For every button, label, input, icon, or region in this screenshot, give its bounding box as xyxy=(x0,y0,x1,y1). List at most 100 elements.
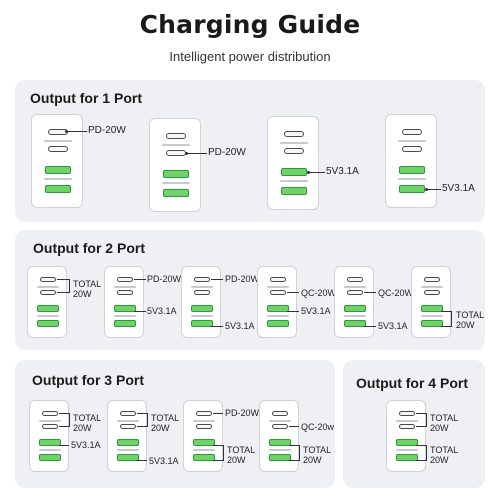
port-marking xyxy=(280,180,308,182)
port-marking xyxy=(267,286,289,288)
page-subtitle: Intelligent power distribution xyxy=(169,49,331,64)
usb-a-port-2 xyxy=(163,189,189,197)
port-marking xyxy=(267,315,289,317)
leader-line xyxy=(416,445,426,446)
port-output-label: TOTAL xyxy=(73,279,102,289)
usb-a-port-2 xyxy=(269,454,291,461)
usb-c-port-1 xyxy=(42,411,58,416)
charger-2port-5 xyxy=(334,266,374,338)
usb-c-port-2 xyxy=(270,290,286,295)
charger-4port-1 xyxy=(386,400,426,472)
port-marking xyxy=(162,182,190,184)
port-marking xyxy=(280,142,308,144)
usb-c-port-2 xyxy=(272,424,288,429)
leader-dot xyxy=(185,152,188,155)
usb-c-port-1 xyxy=(196,411,212,416)
leader-line xyxy=(416,426,426,427)
port-output-label: 5V3.1A xyxy=(149,456,179,466)
port-output-label: 5V3.1A xyxy=(147,306,177,316)
port-marking xyxy=(114,286,136,288)
page-title: Charging Guide xyxy=(139,10,361,39)
usb-a-port-2 xyxy=(396,454,418,461)
port-output-label: 5V3.1A xyxy=(71,440,101,450)
usb-a-port-1 xyxy=(399,166,425,174)
usb-c-port-2 xyxy=(40,290,56,295)
usb-c-port-2 xyxy=(347,290,363,295)
leader-line xyxy=(364,292,376,293)
port-marking xyxy=(39,449,61,451)
charger-2port-4 xyxy=(257,266,297,338)
port-output-label: QC-20w xyxy=(301,422,335,432)
port-output-label: 5V3.1A xyxy=(378,321,408,331)
port-marking xyxy=(344,286,366,288)
usb-c-port-2 xyxy=(117,290,133,295)
leader-line xyxy=(289,445,299,446)
leader-line xyxy=(287,292,299,293)
charger-2port-6 xyxy=(411,266,451,338)
port-marking xyxy=(117,420,139,422)
charger-1port-4 xyxy=(385,114,437,208)
usb-a-port-2 xyxy=(193,454,215,461)
leader-line xyxy=(57,279,69,280)
leader-bracket xyxy=(223,445,224,461)
leader-dot xyxy=(307,171,310,174)
usb-a-port-2 xyxy=(117,454,139,461)
usb-c-port-1 xyxy=(347,277,363,282)
port-marking xyxy=(44,178,72,180)
usb-c-port-2 xyxy=(166,150,186,156)
port-output-label: 20W xyxy=(456,320,475,330)
leader-line xyxy=(59,426,69,427)
usb-c-port-2 xyxy=(48,146,68,152)
panel-1-port: Output for 1 Port PD-20W PD-20W 5V3.1A xyxy=(15,80,485,222)
port-output-label: PD-20W xyxy=(225,274,260,284)
port-marking xyxy=(162,144,190,146)
port-output-label: 5V3.1A xyxy=(326,166,359,177)
port-output-label: TOTAL xyxy=(151,413,180,423)
leader-line xyxy=(134,311,146,312)
usb-a-port-1 xyxy=(39,439,61,446)
usb-c-port-1 xyxy=(120,411,136,416)
usb-a-port-2 xyxy=(267,320,289,327)
usb-c-port-1 xyxy=(272,411,288,416)
charger-2port-3 xyxy=(181,266,221,338)
port-marking xyxy=(421,286,443,288)
port-marking xyxy=(398,178,426,180)
port-output-label: TOTAL xyxy=(456,310,485,320)
leader-line xyxy=(137,413,147,414)
charger-3port-2 xyxy=(107,400,147,472)
usb-a-port-1 xyxy=(191,305,213,312)
leader-line xyxy=(137,426,147,427)
port-marking xyxy=(193,420,215,422)
leader-line xyxy=(427,189,441,190)
leader-line xyxy=(211,326,223,327)
leader-line xyxy=(137,460,147,461)
leader-line xyxy=(57,292,69,293)
leader-line xyxy=(289,460,299,461)
port-marking xyxy=(269,420,291,422)
usb-c-port-2 xyxy=(194,290,210,295)
usb-a-port-1 xyxy=(193,439,215,446)
usb-c-port-1 xyxy=(166,133,186,139)
usb-c-port-1 xyxy=(40,277,56,282)
leader-line xyxy=(67,131,87,132)
leader-bracket xyxy=(69,279,70,293)
usb-c-port-1 xyxy=(399,411,415,416)
leader-line xyxy=(364,326,376,327)
port-output-label: TOTAL xyxy=(303,445,332,455)
panel-4-port: Output for 4 Port TOTAL 20W TOTAL 20W xyxy=(343,360,485,488)
leader-line xyxy=(213,445,223,446)
usb-c-port-2 xyxy=(402,146,422,152)
usb-a-port-2 xyxy=(191,320,213,327)
port-marking xyxy=(396,449,418,451)
usb-a-port-1 xyxy=(163,170,189,178)
section-title-2-port: Output for 2 Port xyxy=(33,240,145,256)
port-marking xyxy=(44,140,72,142)
leader-bracket xyxy=(426,445,427,461)
usb-a-port-1 xyxy=(45,166,71,174)
usb-c-port-1 xyxy=(270,277,286,282)
usb-c-port-2 xyxy=(42,424,58,429)
port-marking xyxy=(191,286,213,288)
usb-a-port-2 xyxy=(114,320,136,327)
port-output-label: 20W xyxy=(303,455,322,465)
usb-a-port-1 xyxy=(281,168,307,176)
